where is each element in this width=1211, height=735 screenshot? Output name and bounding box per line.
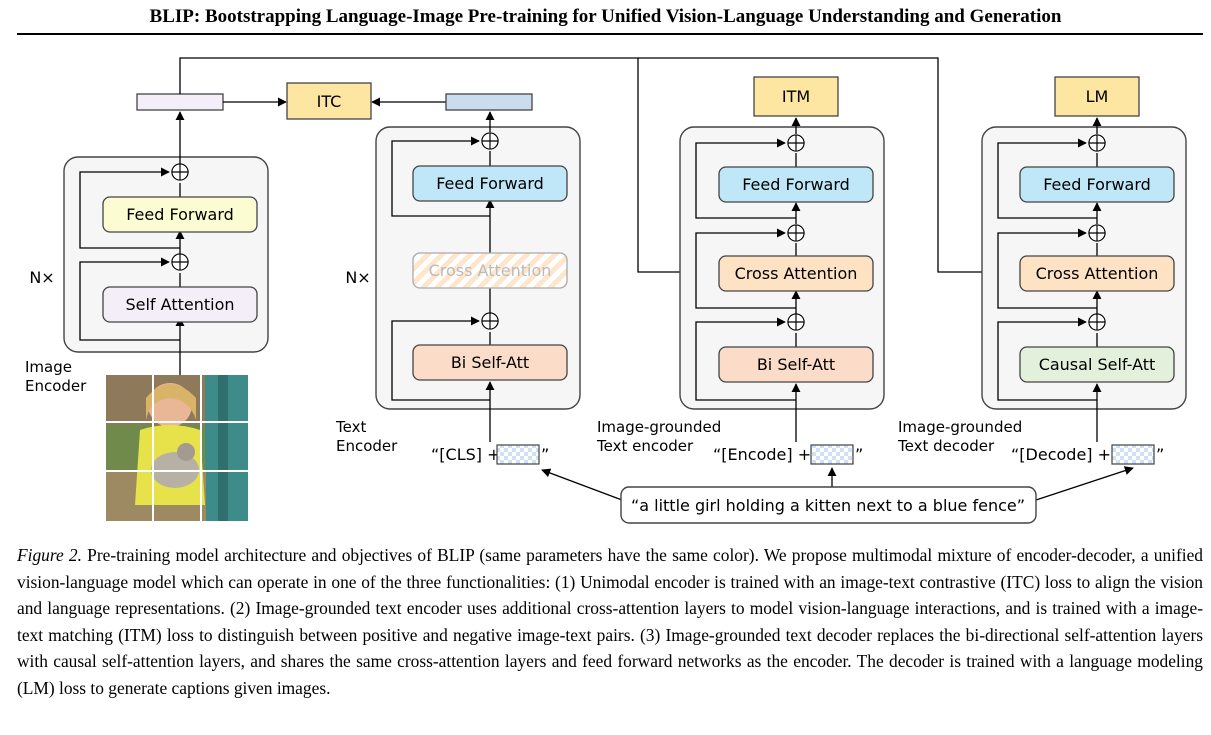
add-icon — [171, 253, 189, 271]
grounded-decoder-label-line1: Image-grounded — [898, 418, 1022, 436]
grounded-encoder-input-prefix: “[Encode] + — [713, 445, 811, 464]
grounded-decoder-input-prefix: “[Decode] + — [1011, 445, 1111, 464]
add-icon — [1088, 313, 1106, 331]
add-icon — [481, 132, 499, 150]
image-grounded-text-encoder: Feed Forward Cross Attention Bi Self-Att… — [596, 76, 885, 465]
input-image — [106, 375, 248, 521]
grounded-decoder-label-line2: Text decoder — [897, 437, 995, 455]
image-encoder-label-line2: Encoder — [25, 377, 87, 395]
grounded-encoder-input-suffix: ” — [855, 445, 863, 464]
add-icon — [1088, 134, 1106, 152]
add-icon — [787, 134, 805, 152]
dec-causal-self-att-label: Causal Self-Att — [1039, 355, 1156, 374]
header-rule — [17, 33, 1203, 35]
add-icon — [171, 163, 189, 181]
image-feed-forward-label: Feed Forward — [126, 205, 234, 224]
add-icon — [787, 224, 805, 242]
itm-label: ITM — [782, 87, 810, 106]
image-grounded-text-decoder: Feed Forward Cross Attention Causal Self… — [897, 76, 1187, 465]
grounded-encoder-label-line1: Image-grounded — [597, 418, 721, 436]
text-encoder-label-line2: Encoder — [336, 437, 398, 455]
text-encoder: Feed Forward Cross Attention Bi Self-Att… — [335, 111, 581, 465]
caption-input-text: “a little girl holding a kitten next to … — [631, 496, 1025, 515]
figure-caption: Figure 2. Pre-training model architectur… — [17, 542, 1203, 702]
text-cross-attention-unused-label: Cross Attention — [429, 261, 552, 280]
enc-feed-forward-label: Feed Forward — [742, 175, 850, 194]
figure-caption-text: Pre-training model architecture and obje… — [17, 545, 1204, 698]
caption-input-box — [620, 486, 1037, 524]
text-embedding-bar — [445, 93, 533, 111]
running-header-title: BLIP: Bootstrapping Language-Image Pre-t… — [149, 6, 1062, 27]
image-encoder-label-line1: Image — [25, 358, 72, 376]
dec-feed-forward-label: Feed Forward — [1043, 175, 1151, 194]
enc-cross-attention-label: Cross Attention — [735, 264, 858, 283]
dec-cross-attention-label: Cross Attention — [1036, 264, 1159, 283]
grounded-decoder-input-suffix: ” — [1156, 445, 1164, 464]
architecture-figure: Feed Forward Self Attention N× Image Enc… — [25, 57, 1187, 524]
text-encoder-input-suffix: ” — [541, 445, 549, 464]
lm-label: LM — [1086, 87, 1109, 106]
add-icon — [481, 312, 499, 330]
image-encoder: Feed Forward Self Attention N× Image Enc… — [25, 111, 269, 395]
image-feed-forward-block — [102, 196, 258, 233]
add-icon — [787, 313, 805, 331]
image-embedding-bar — [136, 93, 224, 111]
text-feed-forward-label: Feed Forward — [436, 174, 544, 193]
itc-box — [286, 82, 372, 120]
text-encoder-repeat: N× — [345, 268, 370, 287]
text-encoder-label-line1: Text — [335, 418, 366, 436]
image-encoder-repeat: N× — [29, 268, 54, 287]
text-bi-self-att-label: Bi Self-Att — [451, 353, 529, 372]
text-encoder-input-prefix: “[CLS] + — [431, 445, 501, 464]
figure-caption-label: Figure 2. — [17, 545, 82, 565]
enc-bi-self-att-label: Bi Self-Att — [757, 355, 835, 374]
itc-label: ITC — [317, 92, 342, 111]
image-self-attention-label: Self Attention — [125, 295, 234, 314]
image-self-attention-block — [102, 286, 258, 323]
add-icon — [1088, 224, 1106, 242]
grounded-encoder-label-line2: Text encoder — [596, 437, 694, 455]
